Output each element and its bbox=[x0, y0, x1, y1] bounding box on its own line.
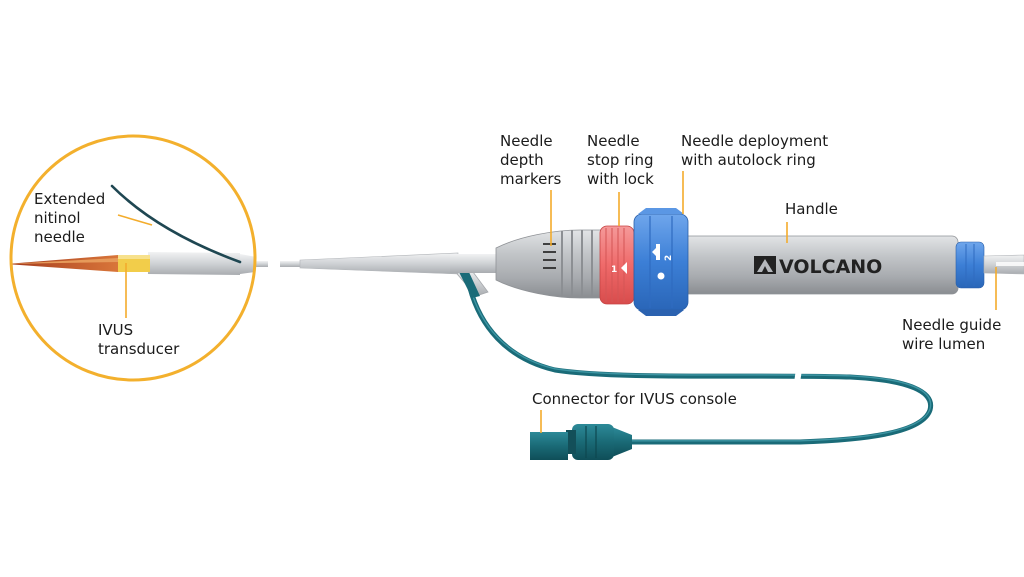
catheter-shaft bbox=[248, 252, 500, 275]
guide-wire-port bbox=[955, 241, 1024, 289]
nitinol-needle bbox=[110, 184, 242, 264]
label-needle-depth-markers: Needle depth markers bbox=[500, 132, 562, 188]
needle-tip bbox=[11, 255, 118, 272]
label-needle-stop-ring: Needle stop ring with lock bbox=[587, 132, 654, 188]
needle-stop-ring[interactable]: 1 bbox=[599, 225, 635, 305]
stop-ring-number-1: 1 bbox=[611, 265, 617, 275]
label-needle-deployment-ring: Needle deployment with autolock ring bbox=[681, 132, 829, 169]
needle-deployment-ring[interactable]: 2 bbox=[633, 208, 689, 316]
label-connector-ivus-console: Connector for IVUS console bbox=[532, 390, 737, 408]
deployment-ring-number-2: 2 bbox=[664, 255, 674, 261]
lock-dot-icon bbox=[657, 272, 665, 280]
depth-markers bbox=[543, 243, 556, 269]
label-extended-nitinol-needle: Extended nitinol needle bbox=[34, 190, 106, 246]
callout-lines bbox=[117, 171, 997, 433]
label-needle-guide-wire-lumen: Needle guide wire lumen bbox=[902, 316, 1002, 353]
brand-logo: VOLCANO bbox=[754, 256, 882, 278]
ivus-cable bbox=[467, 285, 934, 445]
label-ivus-transducer: IVUS transducer bbox=[98, 321, 180, 358]
tip-magnifier-inset bbox=[9, 134, 257, 382]
brand-logo-text: VOLCANO bbox=[779, 256, 882, 278]
label-handle: Handle bbox=[785, 200, 838, 218]
ivus-connector bbox=[530, 424, 632, 460]
stop-ring-lock-arrow-icon bbox=[621, 262, 627, 274]
nose-cone bbox=[495, 229, 603, 299]
callout-line-nitinol bbox=[117, 214, 153, 226]
